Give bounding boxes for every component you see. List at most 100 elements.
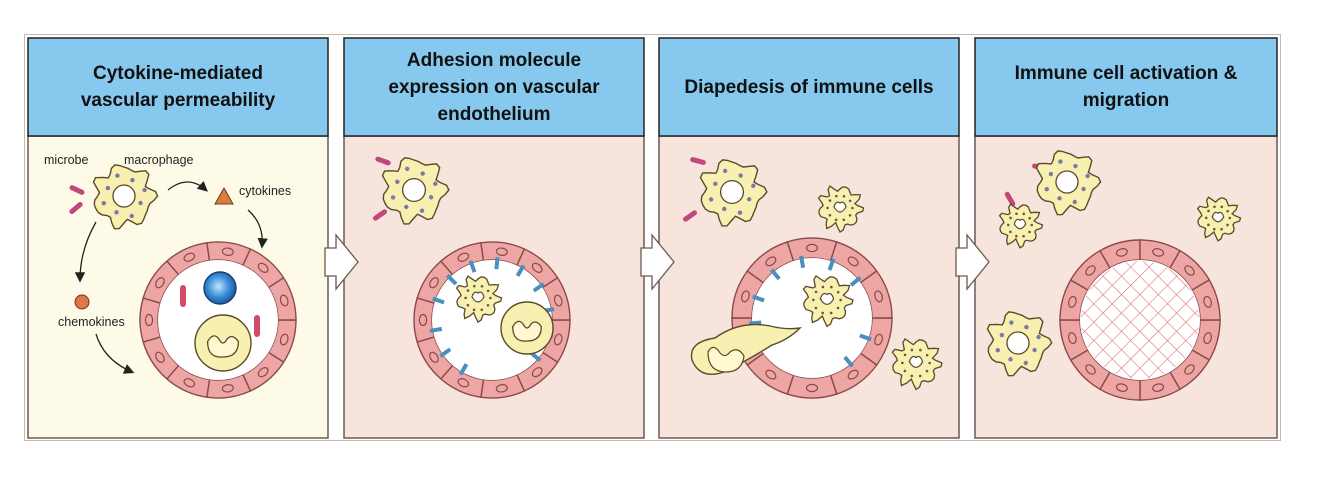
- endothelial-nucleus: [257, 262, 269, 273]
- macrophage-nucleus: [1055, 170, 1079, 194]
- activated-cell-dot: [473, 284, 476, 288]
- adhesion-molecule: [515, 264, 526, 277]
- macrophage-granule: [404, 204, 409, 210]
- step-arrows: [324, 233, 990, 291]
- activated-cell-2: [455, 275, 503, 323]
- activated-cell-nucleus: [1013, 218, 1027, 230]
- activated-cell-dot: [918, 374, 922, 378]
- macrophage-granule: [1009, 320, 1014, 325]
- endothelial-nucleus: [429, 351, 439, 363]
- endothelial-cell: [413, 297, 436, 343]
- microbe-rod: [1004, 191, 1016, 207]
- macrophage-granule: [1058, 159, 1063, 164]
- macrophage-granule: [428, 195, 434, 200]
- activated-cell-dot: [836, 306, 840, 310]
- activated-cell-dot: [1220, 227, 1223, 231]
- endothelial-nucleus: [221, 247, 234, 256]
- endothelial-nucleus: [1152, 383, 1165, 392]
- chemokines-label: chemokines: [58, 315, 125, 329]
- activated-cell-dot: [834, 218, 838, 222]
- activated-cell-dot: [910, 374, 914, 378]
- endothelial-nucleus: [847, 369, 859, 380]
- adhesion-molecule: [827, 258, 836, 271]
- arrow-to-cytokines: [167, 180, 208, 192]
- activated-cell-nucleus: [833, 201, 847, 213]
- endothelial-nucleus: [553, 333, 563, 346]
- activated-cell-dot: [835, 194, 838, 198]
- activated-cell-dot: [1228, 216, 1232, 220]
- macrophage-granule: [1044, 186, 1049, 192]
- microbe-rod: [69, 185, 85, 195]
- activated-cell-dot: [839, 298, 842, 302]
- activated-cell-dot: [489, 296, 492, 300]
- endothelial-nucleus: [874, 290, 883, 303]
- macrophage-granule: [1032, 347, 1037, 353]
- endothelial-nucleus: [765, 369, 777, 380]
- activated-cell-dot: [1030, 223, 1034, 227]
- panel-1-header: [27, 37, 329, 137]
- macrophage-granule: [1072, 199, 1077, 205]
- endothelial-nucleus: [257, 367, 269, 378]
- adhesion-molecule: [458, 363, 469, 376]
- endothelial-nucleus: [1184, 364, 1195, 375]
- activated-cell-dot: [464, 296, 467, 300]
- adhesion-molecule: [532, 282, 545, 293]
- macrophage-granule: [419, 208, 425, 213]
- activated-cell-dot: [842, 218, 846, 222]
- adhesion-molecule: [843, 355, 855, 368]
- activated-cell-dot: [466, 289, 470, 292]
- panel-4-header: [974, 37, 1278, 137]
- activated-cell-dot: [1220, 205, 1224, 209]
- endothelial-nucleus: [805, 383, 819, 393]
- macrophage-granule: [999, 332, 1005, 338]
- endothelial-nucleus: [1085, 265, 1096, 276]
- macrophage-granule: [1024, 324, 1029, 330]
- panel-4-title: Immune cell activation & migration: [1014, 63, 1238, 111]
- endothelial-nucleus: [741, 290, 750, 303]
- macrophage-granule: [1057, 196, 1062, 201]
- endothelial-nucleus: [418, 313, 428, 327]
- endothelial-nucleus: [1068, 332, 1077, 345]
- activated-cell-dot: [836, 290, 840, 294]
- neutrophil-nucleus: [512, 320, 542, 342]
- macrophage-granule: [130, 177, 135, 183]
- activated-cell-dot: [1226, 209, 1229, 213]
- activated-cell-dot: [1207, 209, 1210, 213]
- rbc-1: [180, 285, 186, 307]
- macrophage-4a: [1035, 150, 1102, 216]
- endothelial-nucleus: [155, 351, 165, 363]
- activated-cell-dot: [1015, 234, 1018, 238]
- macrophage-granule: [737, 210, 743, 215]
- activated-cell-dot: [1028, 230, 1031, 234]
- microbe-label: microbe: [44, 153, 89, 167]
- endothelial-nucleus: [1184, 265, 1195, 276]
- panel-4-illustration: [986, 150, 1242, 401]
- macrophage-granule: [738, 173, 743, 178]
- endothelial-nucleus: [279, 333, 289, 346]
- adhesion-molecule: [769, 268, 781, 281]
- macrophage-granule: [1008, 357, 1013, 362]
- macrophage-granule: [722, 206, 727, 212]
- microbe-rod: [372, 209, 388, 221]
- macrophage-granule: [420, 171, 425, 176]
- activated-cell-dot: [828, 213, 832, 217]
- endothelial-nucleus: [1115, 248, 1128, 257]
- macrophage-granule: [433, 181, 438, 186]
- microbe-rod: [375, 156, 391, 166]
- activated-cell-dot: [903, 353, 907, 357]
- endothelial-nucleus: [221, 384, 234, 393]
- activated-cell-dot: [814, 290, 818, 294]
- microbe-rod: [69, 201, 83, 215]
- chemokine-dot: [74, 294, 90, 310]
- activated-cell-dot: [1207, 223, 1210, 227]
- macrophage-granule: [1085, 173, 1090, 179]
- transmigrating-nucleus: [707, 346, 745, 373]
- adhesion-molecule: [752, 294, 765, 303]
- macrophage-granule: [1023, 360, 1028, 366]
- activated-cell-dot: [910, 348, 914, 352]
- arrow-to-chemokines: [74, 221, 97, 283]
- macrophage-granule: [390, 195, 396, 200]
- endothelial-nucleus: [531, 367, 543, 378]
- endothelial-nucleus: [1203, 295, 1212, 308]
- endothelial-nucleus: [279, 294, 289, 307]
